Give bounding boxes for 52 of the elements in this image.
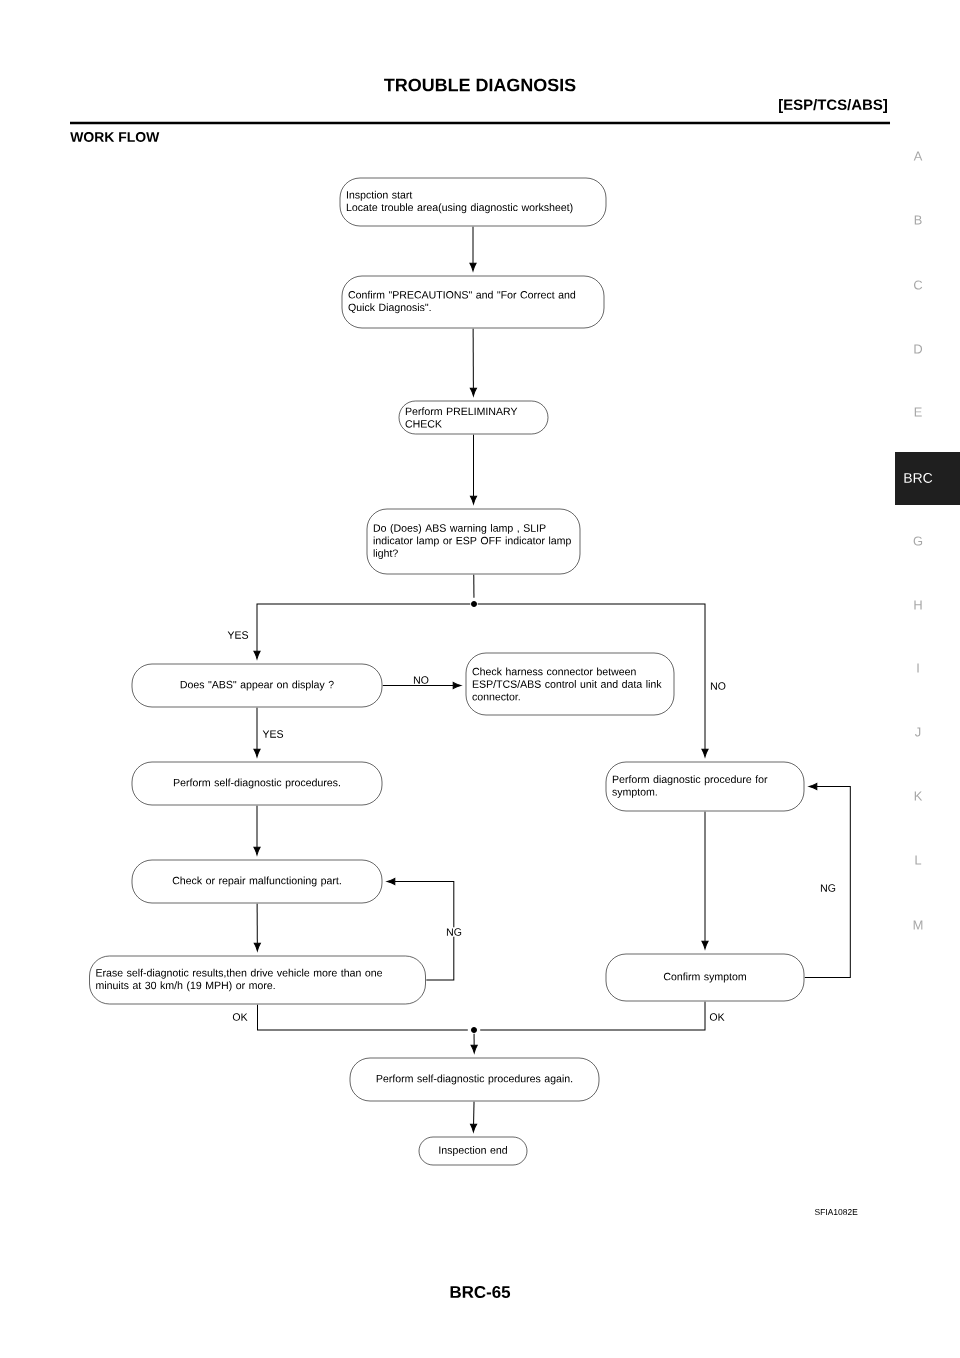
edge-label: NG	[445, 927, 463, 937]
tab-letter: A	[913, 151, 923, 161]
process-box: Perform self-diagnostic procedures again.	[349, 1057, 600, 1102]
arrow	[470, 1033, 478, 1054]
edge-label: OK	[708, 1012, 726, 1022]
process-box: Perform self-diagnostic procedures.	[131, 761, 383, 806]
process-box: Does "ABS" appear on display ?	[131, 663, 383, 708]
arrow	[253, 707, 261, 758]
arrow	[469, 226, 477, 272]
process-box: Confirm symptom	[605, 953, 805, 1002]
arrow	[469, 434, 478, 505]
process-box: Do (Does) ABS warning lamp , SLIP indicator lamp or ESP OFF indicator lamp light?	[366, 508, 581, 575]
tab-letter: J	[915, 727, 921, 737]
arrow	[382, 681, 462, 690]
edge-label: NO	[709, 681, 727, 691]
tab-letter: G	[913, 536, 923, 546]
edge-label: YES	[226, 630, 250, 640]
process-box: Check or repair malfunctioning part.	[131, 859, 383, 904]
tab-letter: M	[913, 920, 923, 930]
tab-letter: C	[914, 280, 923, 290]
figure-code: SFIA1082E	[814, 1209, 858, 1215]
process-box: Perform PRELIMINARY CHECK	[398, 400, 549, 435]
arrow	[804, 782, 851, 978]
arrow	[253, 603, 471, 660]
arrow	[469, 1101, 478, 1133]
arrow	[469, 328, 477, 397]
section-tab: BRC	[895, 452, 960, 505]
section-tag: [ESP/TCS/ABS]	[779, 99, 887, 113]
tab-letter: H	[914, 600, 922, 610]
process-box: Erase self-diagnotic results,then drive vehicle more than one minuits at 30 km/h (19 MPH) or more.	[89, 955, 426, 1005]
tab-letter: L	[915, 855, 922, 865]
tab-letter: B	[914, 215, 922, 225]
section-heading: WORK FLOW	[70, 132, 160, 142]
edge-label: NO	[412, 675, 430, 685]
arrow	[253, 805, 261, 856]
arrow	[701, 811, 709, 950]
arrow	[386, 877, 455, 981]
tab-letter: D	[914, 344, 923, 354]
process-box: Check harness connector between ESP/TCS/ABS control unit and data link connector.	[465, 652, 675, 716]
arrow	[253, 903, 261, 952]
tab-letter: E	[914, 407, 922, 417]
edge-label: NG	[819, 883, 837, 893]
edge-label: YES	[261, 729, 285, 739]
page-number: BRC-65	[450, 1286, 511, 1298]
tab-letter: K	[914, 791, 923, 801]
process-box: Perform diagnostic procedure for symptom.	[605, 761, 805, 812]
arrow	[477, 603, 709, 758]
page-title: TROUBLE DIAGNOSIS	[384, 78, 576, 92]
process-box: Inspection end	[418, 1136, 528, 1166]
process-box: Confirm "PRECAUTIONS" and "For Correct and Quick Diagnosis".	[341, 275, 605, 329]
edge-label: OK	[231, 1012, 249, 1022]
process-box: Inspction start Locate trouble area(using diagnostic worksheet)	[339, 177, 607, 227]
